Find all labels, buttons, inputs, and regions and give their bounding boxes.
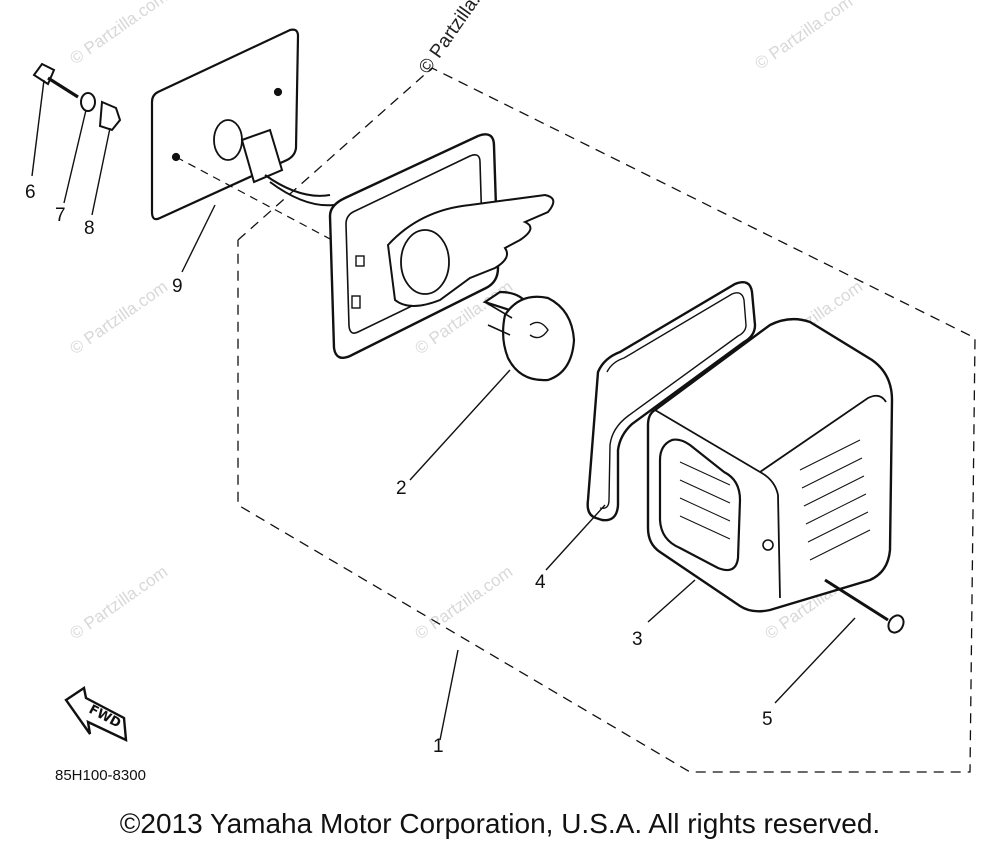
- callouts: 1 2 3 4 5 6 7 8 9: [25, 182, 773, 757]
- diagram-code: 85H100-8300: [55, 767, 146, 784]
- watermark: © Partzilla.com: [66, 562, 171, 643]
- callout-6: 6: [25, 182, 36, 203]
- callout-5: 5: [762, 709, 773, 730]
- callout-7: 7: [55, 205, 66, 226]
- copyright-notice: ©2013 Yamaha Motor Corporation, U.S.A. A…: [119, 808, 881, 839]
- fwd-arrow: FWD: [64, 686, 128, 742]
- assembly-outline: [237, 67, 976, 773]
- small-hardware: [32, 62, 122, 132]
- callout-8: 8: [84, 218, 95, 239]
- bracket-plate: [150, 28, 300, 221]
- long-screw: [824, 578, 905, 634]
- callout-4: 4: [535, 572, 546, 593]
- fwd-arrow-icon: [64, 686, 128, 742]
- callout-1: 1: [433, 736, 444, 757]
- reflector: [386, 193, 555, 307]
- wire-connector: [240, 128, 335, 207]
- gasket: [586, 281, 757, 522]
- callout-2: 2: [396, 478, 407, 499]
- watermark: © Partzilla.com: [66, 277, 171, 358]
- bulb: [482, 290, 576, 382]
- watermark: © Partzilla.com: [751, 0, 856, 73]
- watermark-top: © Partzilla.com: [415, 0, 506, 78]
- lens: [646, 317, 894, 613]
- callout-9: 9: [172, 276, 183, 297]
- leader-lines: [31, 79, 856, 741]
- callout-3: 3: [632, 629, 643, 650]
- watermark: © Partzilla.com: [66, 0, 171, 68]
- watermark: © Partzilla.com: [411, 562, 516, 643]
- guide-line: [175, 156, 333, 241]
